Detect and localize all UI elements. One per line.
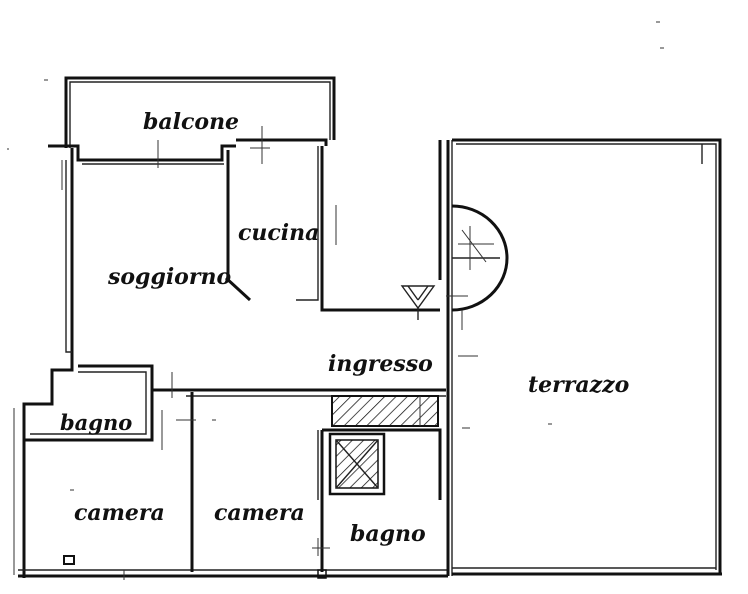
entrance-door	[400, 285, 436, 320]
label-ingresso: ingresso	[328, 351, 433, 377]
hatched-elements	[328, 395, 439, 496]
label-bagno-left: bagno	[60, 410, 132, 435]
room-labels: balcone cucina soggiorno ingresso terraz…	[60, 109, 629, 547]
label-camera-center: camera	[214, 500, 305, 526]
label-soggiorno: soggiorno	[107, 264, 231, 290]
label-cucina: cucina	[238, 220, 319, 246]
label-terrazzo: terrazzo	[528, 372, 629, 398]
label-balcone: balcone	[143, 109, 239, 135]
label-bagno-right: bagno	[350, 521, 426, 547]
balcony-walls	[48, 76, 336, 165]
terrace-walls	[451, 138, 722, 576]
plan-marks	[7, 21, 664, 580]
label-camera-left: camera	[74, 500, 165, 526]
